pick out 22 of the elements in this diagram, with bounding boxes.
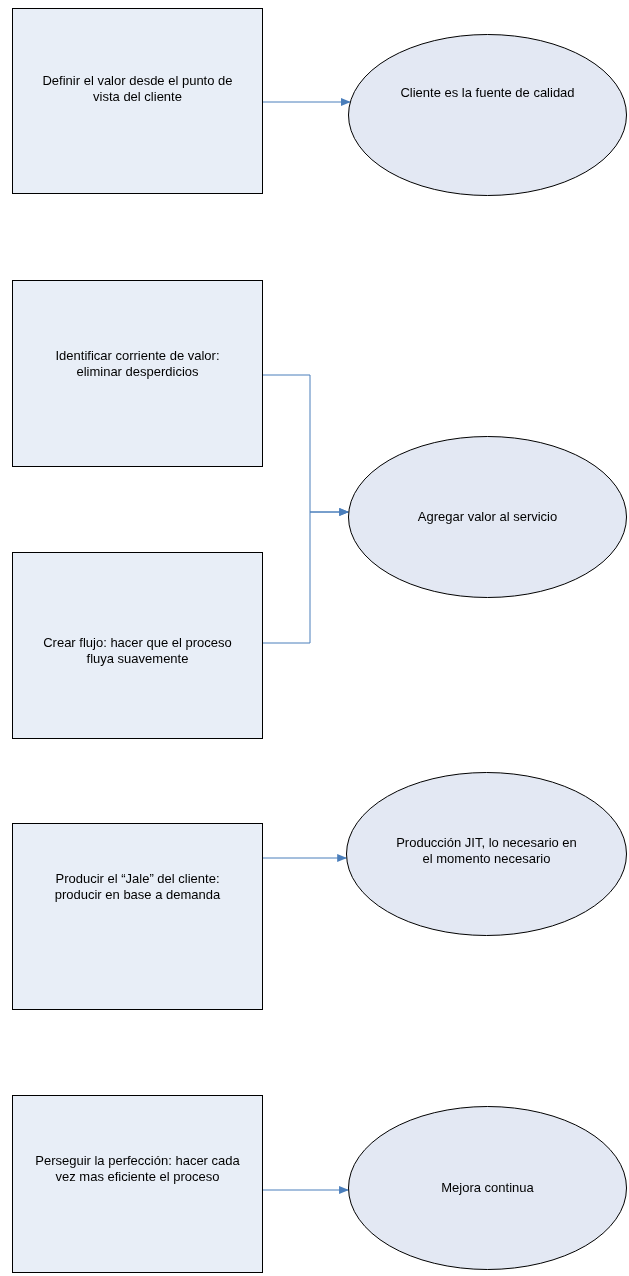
node-text: Mejora continua	[440, 1180, 535, 1196]
connector-arrow	[262, 508, 350, 644]
ellipse-node	[348, 34, 627, 196]
ellipse-node	[346, 772, 627, 936]
node-text: Definir el valor desde el punto de vista del cliente	[41, 73, 234, 105]
node-text: Crear flujo: hacer que el proceso fluya suavemente	[42, 634, 233, 667]
connector-arrow	[262, 98, 351, 106]
node-text: Identificar corriente de valor: eliminar desperdicios	[54, 347, 221, 380]
node-text: Cliente es la fuente de calidad	[399, 85, 576, 101]
ellipse-node	[348, 436, 627, 598]
process-box	[12, 552, 263, 739]
node-text: Perseguir la perfección: hacer cada vez mas eficiente el proceso	[34, 1153, 241, 1185]
connector-arrow	[262, 1186, 350, 1194]
process-box	[12, 1095, 263, 1273]
node-text: Producir el “Jale” del cliente: producir en base a demanda	[53, 870, 222, 903]
connector-arrow	[262, 854, 348, 862]
process-box	[12, 8, 263, 194]
node-text: Agregar valor al servicio	[416, 509, 559, 525]
process-box	[12, 280, 263, 467]
process-box	[12, 823, 263, 1010]
ellipse-node	[348, 1106, 627, 1270]
node-text: Producción JIT, lo necesario en el momento necesario	[395, 835, 578, 867]
